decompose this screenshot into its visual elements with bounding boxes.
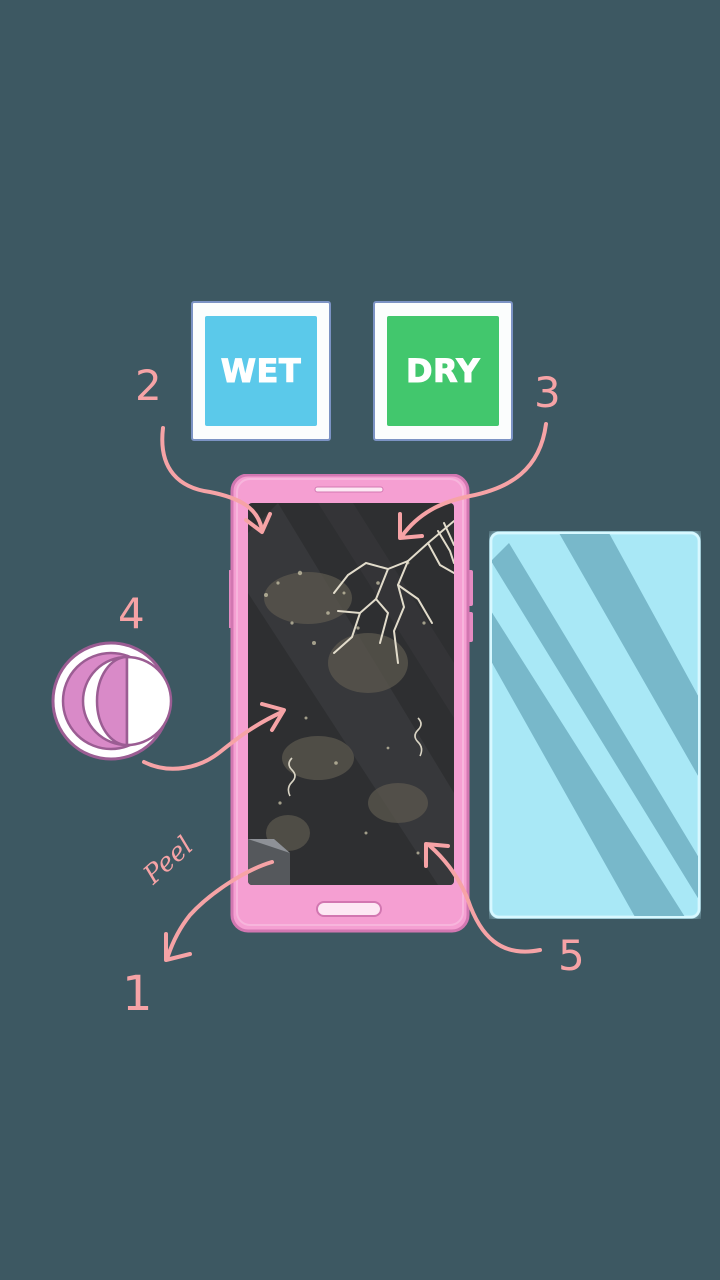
phone-screen[interactable] bbox=[248, 503, 454, 885]
step-number-5: 5 bbox=[558, 931, 585, 980]
wet-card-face: WET bbox=[205, 316, 317, 426]
phone-speaker bbox=[314, 486, 384, 493]
half-moon-wipe-icon[interactable] bbox=[49, 639, 173, 763]
phone-home-button[interactable] bbox=[316, 901, 382, 917]
step-number-4: 4 bbox=[118, 589, 145, 638]
step-number-3: 3 bbox=[534, 368, 561, 417]
crack-lines bbox=[333, 520, 454, 664]
dry-card-face: DRY bbox=[387, 316, 499, 426]
wet-label: WET bbox=[220, 352, 302, 391]
arrow-1 bbox=[166, 860, 274, 958]
squiggles bbox=[287, 717, 423, 797]
step-number-2: 2 bbox=[135, 361, 162, 410]
wet-wipe-card[interactable]: WET bbox=[191, 301, 331, 441]
arrow-2 bbox=[160, 426, 264, 532]
tempered-glass-protector[interactable] bbox=[489, 531, 701, 919]
arrow-3 bbox=[400, 422, 548, 538]
dry-wipe-card[interactable]: DRY bbox=[373, 301, 513, 441]
arrow-4 bbox=[142, 710, 284, 771]
dry-label: DRY bbox=[405, 352, 481, 391]
step-number-1: 1 bbox=[122, 966, 153, 1022]
dirt-patches bbox=[264, 572, 428, 851]
arrow-5 bbox=[428, 844, 542, 954]
